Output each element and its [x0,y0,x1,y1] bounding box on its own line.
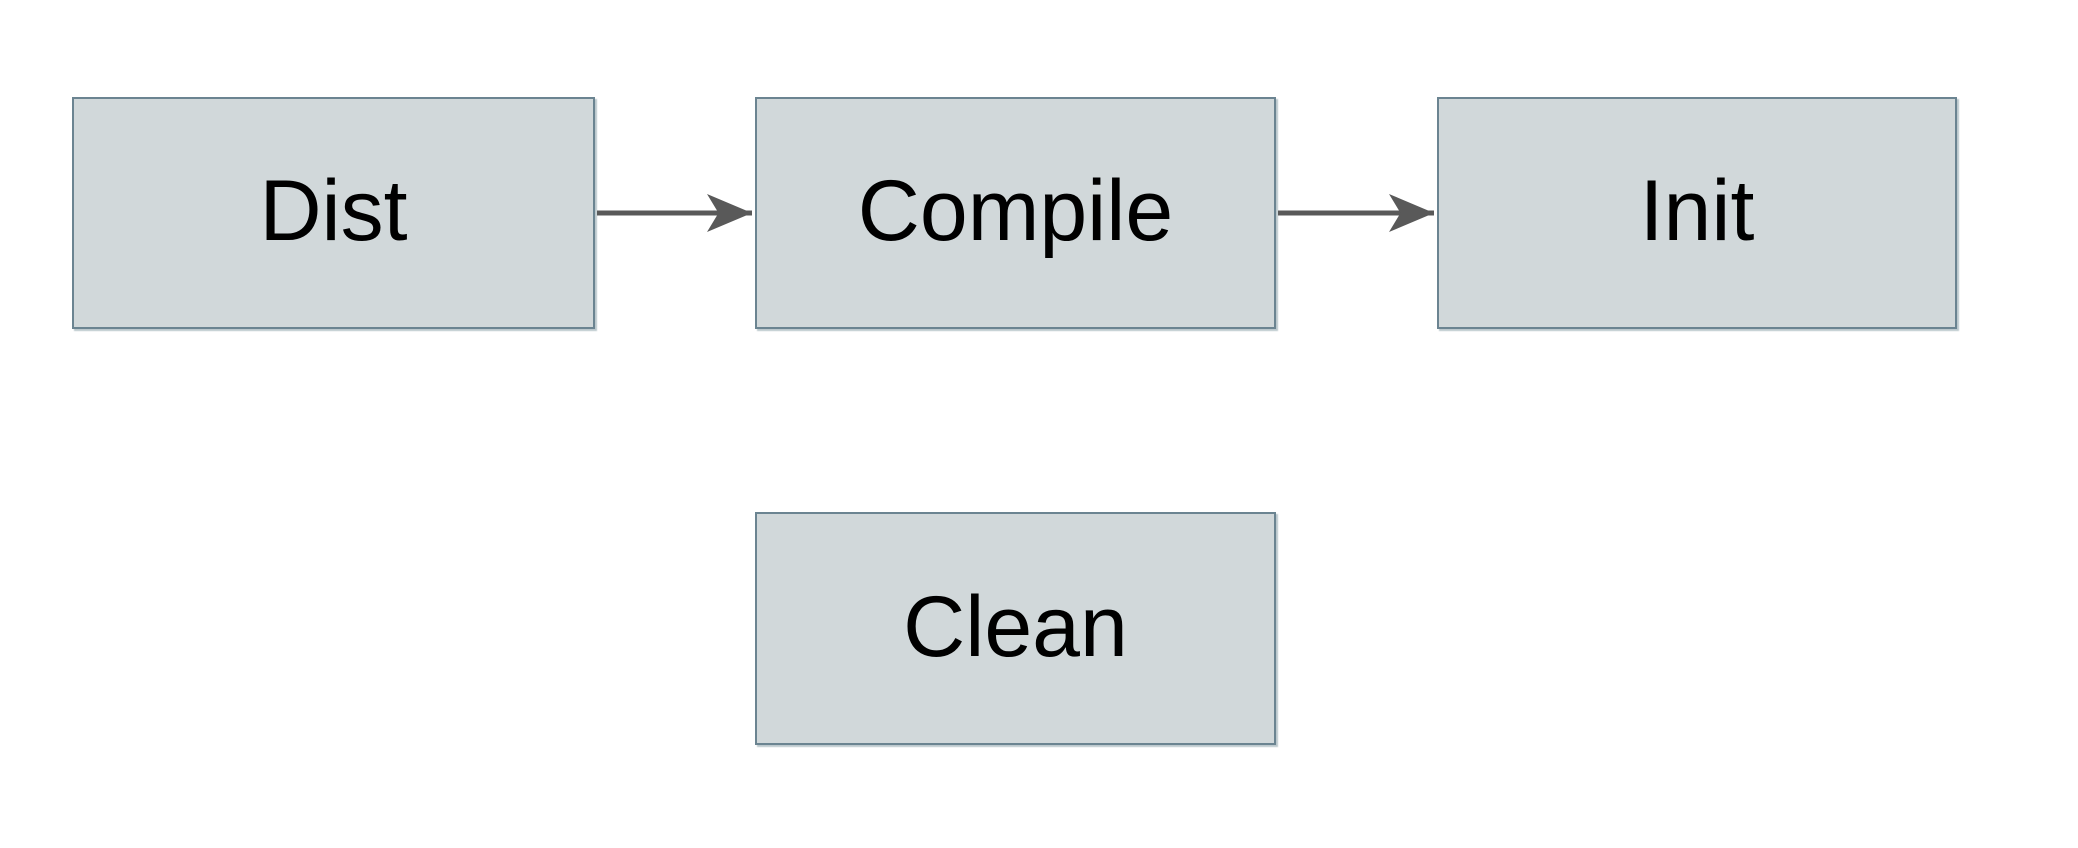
node-dist[interactable]: Dist [72,97,595,329]
node-init[interactable]: Init [1437,97,1957,329]
node-clean[interactable]: Clean [755,512,1276,745]
node-init-label: Init [1639,163,1755,259]
node-clean-label: Clean [903,578,1128,675]
node-dist-label: Dist [259,163,408,259]
node-compile[interactable]: Compile [755,97,1276,329]
node-compile-label: Compile [857,163,1174,259]
